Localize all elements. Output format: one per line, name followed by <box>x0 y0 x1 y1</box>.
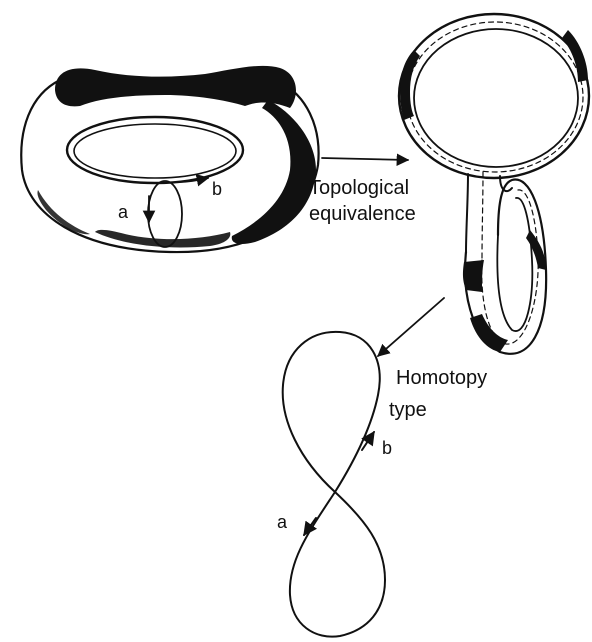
figure-eight: b a <box>277 332 392 637</box>
ring-dashed-path <box>407 22 583 172</box>
arrow-down-left <box>378 298 444 356</box>
arrow2-label-line1: Homotopy <box>396 367 487 389</box>
ring-shadow-right <box>562 30 588 82</box>
torus-loop-b-arrow <box>178 178 208 182</box>
handle-loop-inner <box>497 198 532 331</box>
arrow1-label-line2: equivalence <box>309 203 416 225</box>
ring-inner <box>414 29 578 167</box>
torus-loop-a <box>148 181 182 247</box>
figure-eight-label-b: b <box>382 438 392 458</box>
torus-bottom-shadow <box>95 230 230 248</box>
torus-right-shadow <box>232 100 316 244</box>
ring-outer <box>399 14 589 178</box>
torus-hole-outer <box>67 117 243 183</box>
figure-eight-curve <box>283 332 385 637</box>
torus-label-b: b <box>212 179 222 199</box>
arrow2-label-line2: type <box>389 399 427 421</box>
handle-shadow-mid <box>463 260 484 292</box>
ring-with-handle <box>399 14 589 354</box>
handle-stem-left <box>466 174 468 252</box>
figure-eight-label-a: a <box>277 512 288 532</box>
homotopy-type-arrow: Homotopy type <box>378 298 487 421</box>
figure-eight-b-arrow <box>362 432 374 450</box>
handle-stem-dashed <box>482 172 483 260</box>
handle-shadow-bottom <box>470 314 508 352</box>
ring-shadow-left <box>400 50 420 120</box>
torus: a b <box>21 66 318 252</box>
topological-equivalence-arrow: Topological equivalence <box>309 158 416 225</box>
torus-label-a: a <box>118 202 129 222</box>
arrow1-label-line1: Topological <box>309 177 409 199</box>
torus-top-shadow <box>55 66 296 108</box>
arrow-right <box>322 158 408 160</box>
handle-loop-dashed <box>482 190 538 344</box>
torus-hole-inner <box>74 124 236 178</box>
